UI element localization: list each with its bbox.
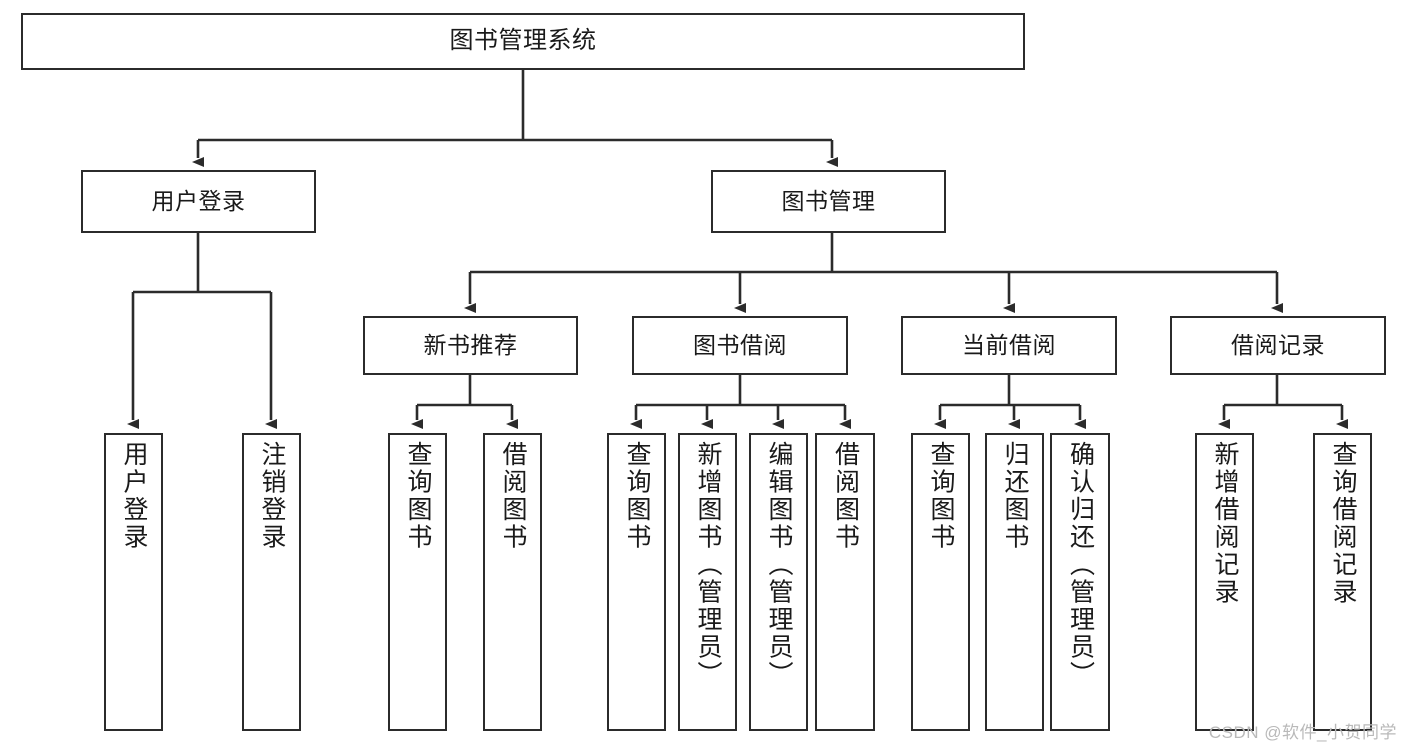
node-label: 归还图书 xyxy=(1001,441,1029,551)
node-label: 查询图书 xyxy=(927,441,955,551)
node-label: 新增图书（管理员） xyxy=(694,441,722,689)
node-label: 图书管理系统 xyxy=(449,27,597,55)
node-leaf-query-record[interactable]: 查询借阅记录 xyxy=(1313,433,1372,731)
node-label: 借阅图书 xyxy=(499,441,527,551)
node-leaf-confirm-return[interactable]: 确认归还（管理员） xyxy=(1050,433,1110,731)
node-new-book-recommend[interactable]: 新书推荐 xyxy=(363,316,578,375)
node-label: 新增借阅记录 xyxy=(1211,441,1239,606)
node-label: 查询图书 xyxy=(623,441,651,551)
node-label: 用户登录 xyxy=(120,441,148,551)
node-label: 用户登录 xyxy=(151,187,246,214)
node-leaf-add-record[interactable]: 新增借阅记录 xyxy=(1195,433,1254,731)
node-label: 借阅图书 xyxy=(831,441,860,551)
node-leaf-borrow-book-1[interactable]: 借阅图书 xyxy=(483,433,542,731)
node-leaf-query-book-2[interactable]: 查询图书 xyxy=(607,433,666,731)
node-label: 查询借阅记录 xyxy=(1329,441,1357,606)
node-user-login[interactable]: 用户登录 xyxy=(81,170,316,233)
node-label: 图书管理 xyxy=(781,187,876,214)
node-label: 借阅记录 xyxy=(1231,331,1325,358)
node-borrow-record[interactable]: 借阅记录 xyxy=(1170,316,1386,375)
node-leaf-query-book-1[interactable]: 查询图书 xyxy=(388,433,447,731)
node-label: 注销登录 xyxy=(258,441,286,551)
node-book-manage[interactable]: 图书管理 xyxy=(711,170,946,233)
node-leaf-return-book[interactable]: 归还图书 xyxy=(985,433,1044,731)
node-leaf-edit-book[interactable]: 编辑图书（管理员） xyxy=(749,433,808,731)
csdn-watermark: CSDN @软件_小贺同学 xyxy=(1208,723,1397,742)
node-leaf-borrow-book-2[interactable]: 借阅图书 xyxy=(815,433,875,731)
node-leaf-query-book-3[interactable]: 查询图书 xyxy=(911,433,970,731)
node-label: 编辑图书（管理员） xyxy=(765,441,793,689)
node-leaf-add-book[interactable]: 新增图书（管理员） xyxy=(678,433,737,731)
node-label: 新书推荐 xyxy=(423,331,518,358)
node-label: 查询图书 xyxy=(404,441,432,551)
node-label: 确认归还（管理员） xyxy=(1066,441,1095,689)
node-root-system[interactable]: 图书管理系统 xyxy=(21,13,1025,70)
node-label: 当前借阅 xyxy=(962,331,1056,358)
node-current-borrow[interactable]: 当前借阅 xyxy=(901,316,1117,375)
node-book-borrow[interactable]: 图书借阅 xyxy=(632,316,848,375)
node-leaf-user-login[interactable]: 用户登录 xyxy=(104,433,163,731)
node-leaf-user-logout[interactable]: 注销登录 xyxy=(242,433,301,731)
node-label: 图书借阅 xyxy=(693,331,787,358)
